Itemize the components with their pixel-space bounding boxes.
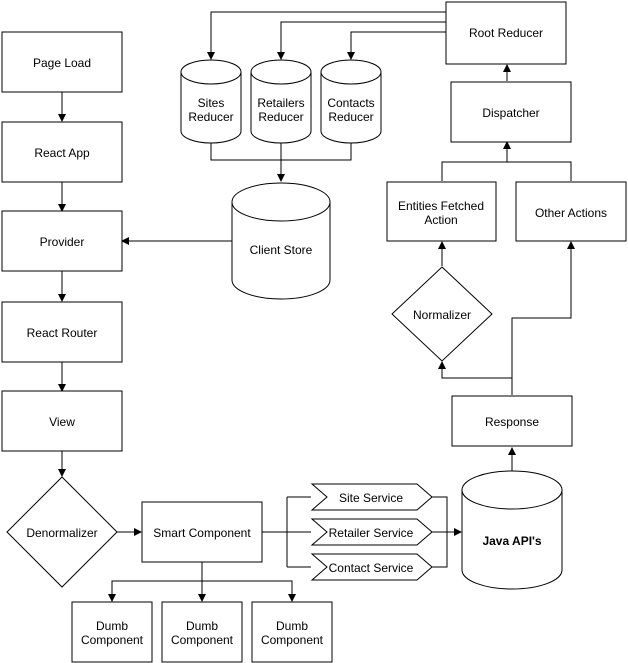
edge-smart-to-services xyxy=(262,496,311,568)
retailers-reducer-label-line2: Reducer xyxy=(258,110,303,124)
normalizer-node: Normalizer xyxy=(391,266,493,362)
connectors xyxy=(58,11,575,602)
dumb-component-node: Dumb Component xyxy=(71,601,153,663)
java-api-node: Java API's xyxy=(461,470,563,590)
site-service-label: Site Service xyxy=(339,491,403,505)
page-load-label: Page Load xyxy=(33,56,91,70)
root-reducer-node: Root Reducer xyxy=(445,1,567,65)
page-load-node: Page Load xyxy=(1,31,123,93)
edge-root-to-sites-reducer xyxy=(207,11,446,60)
dumb-component-label-line1: Dumb xyxy=(96,619,128,633)
entities-fetched-action-label-line1: Entities Fetched xyxy=(398,199,484,213)
provider-label: Provider xyxy=(40,235,85,249)
dispatcher-label: Dispatcher xyxy=(482,106,539,120)
client-store-node: Client Store xyxy=(231,182,331,300)
entities-fetched-action-node: Entities Fetched Action xyxy=(386,181,497,242)
other-actions-node: Other Actions xyxy=(515,181,627,242)
retailers-reducer-label-line1: Retailers xyxy=(257,96,304,110)
retailer-service-label: Retailer Service xyxy=(329,526,414,540)
normalizer-label: Normalizer xyxy=(413,308,471,322)
denormalizer-node: Denormalizer xyxy=(6,476,118,588)
client-store-label: Client Store xyxy=(250,243,313,257)
react-app-node: React App xyxy=(1,121,123,183)
dumb-component-label-line1: Dumb xyxy=(186,619,218,633)
dispatcher-node: Dispatcher xyxy=(450,81,572,143)
view-label: View xyxy=(49,415,75,429)
sites-reducer-node: Sites Reducer xyxy=(180,59,242,144)
dumb-component-label-line2: Component xyxy=(261,633,324,647)
react-router-node: React Router xyxy=(1,301,123,363)
other-actions-label: Other Actions xyxy=(535,206,607,220)
dumb-component-node: Dumb Component xyxy=(161,601,243,663)
sites-reducer-label-line2: Reducer xyxy=(188,110,233,124)
contacts-reducer-label-line2: Reducer xyxy=(328,110,373,124)
denormalizer-label: Denormalizer xyxy=(26,526,97,540)
view-node: View xyxy=(1,390,123,452)
edge-root-to-contacts-reducer xyxy=(347,31,446,60)
entities-fetched-action-label-line2: Action xyxy=(424,213,457,227)
react-router-label: React Router xyxy=(27,326,98,340)
edge-reducers-to-client-store xyxy=(210,143,352,181)
root-reducer-label: Root Reducer xyxy=(469,26,543,40)
dumb-component-label-line2: Component xyxy=(81,633,144,647)
java-api-label: Java API's xyxy=(482,534,541,548)
edge-smart-to-dumb-3 xyxy=(202,580,296,602)
edge-actions-to-dispatcher xyxy=(441,142,572,181)
response-label: Response xyxy=(485,415,539,429)
response-node: Response xyxy=(451,395,573,447)
edge-root-to-retailers-reducer xyxy=(277,21,446,60)
dumb-component-node: Dumb Component xyxy=(251,601,333,663)
smart-component-label: Smart Component xyxy=(153,526,251,540)
dumb-component-label-line2: Component xyxy=(171,633,234,647)
react-app-label: React App xyxy=(34,146,90,160)
contact-service-label: Contact Service xyxy=(329,561,414,575)
retailer-service-node: Retailer Service xyxy=(310,518,433,546)
contacts-reducer-node: Contacts Reducer xyxy=(320,59,382,144)
retailers-reducer-node: Retailers Reducer xyxy=(250,59,312,144)
contacts-reducer-label-line1: Contacts xyxy=(327,96,374,110)
dumb-component-label-line1: Dumb xyxy=(276,619,308,633)
site-service-node: Site Service xyxy=(310,483,433,511)
smart-component-node: Smart Component xyxy=(141,501,263,563)
contact-service-node: Contact Service xyxy=(310,553,433,581)
sites-reducer-label-line1: Sites xyxy=(198,96,225,110)
edge-services-to-java-api xyxy=(432,496,461,568)
edge-response-to-normalizer xyxy=(438,361,513,395)
edge-response-to-other-actions xyxy=(511,241,575,378)
provider-node: Provider xyxy=(1,210,123,272)
edge-smart-to-dumb-1 xyxy=(108,562,203,602)
